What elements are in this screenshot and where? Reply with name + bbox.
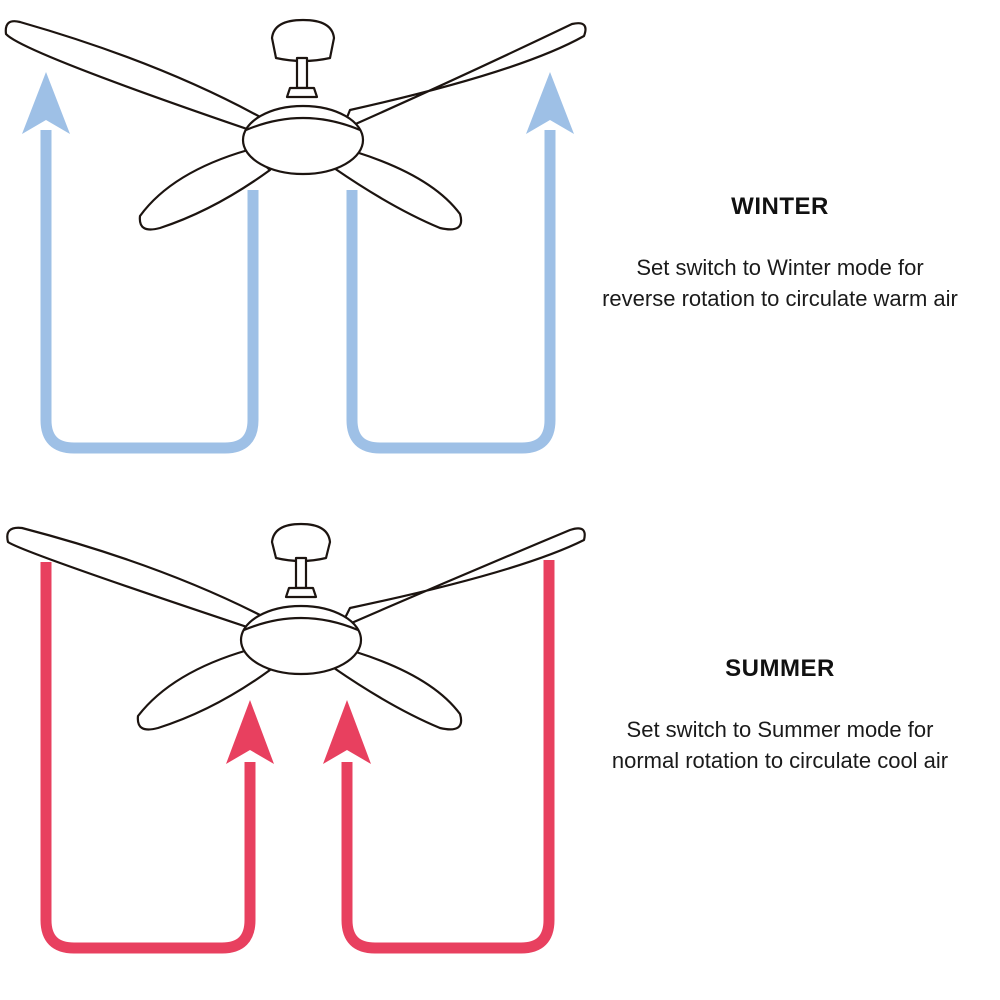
winter-fan-blade-lower-right: [332, 150, 463, 231]
summer-description-line-2: normal rotation to circulate cool air: [611, 748, 949, 773]
summer-diagram: [6, 522, 586, 954]
winter-fan-blade-upper-right: [340, 22, 587, 132]
summer-fan-blade-upper-right: [338, 527, 586, 630]
winter-fan-motor-band: [245, 116, 361, 132]
summer-fan-icon: [6, 522, 586, 731]
winter-diagram: [4, 18, 587, 454]
summer-fan-canopy: [270, 522, 332, 563]
winter-airflow-left-loop: [40, 130, 259, 454]
summer-panel: SUMMER Set switch to Summer mode for nor…: [0, 500, 1000, 1000]
winter-fan-blade-lower-left: [138, 148, 272, 231]
summer-fan-blade-lower-left: [136, 648, 272, 731]
winter-description: Set switch to Winter mode for reverse ro…: [560, 252, 1000, 314]
winter-title: WINTER: [731, 193, 829, 220]
summer-fan-downrod: [294, 556, 308, 590]
winter-fan-icon: [4, 18, 587, 231]
winter-description-line-2: reverse rotation to circulate warm air: [602, 286, 958, 311]
winter-fan-downrod: [295, 56, 309, 90]
summer-description: Set switch to Summer mode for normal rot…: [560, 714, 1000, 776]
summer-fan-collar: [284, 586, 318, 599]
winter-arrowhead-right: [526, 72, 574, 134]
winter-fan-blade-upper-left: [4, 20, 264, 132]
summer-airflow: [40, 560, 555, 954]
winter-panel: WINTER Set switch to Winter mode for rev…: [4, 18, 1000, 454]
summer-airflow-left-loop: [40, 562, 256, 954]
winter-fan-collar: [285, 86, 319, 99]
winter-caption: WINTER Set switch to Winter mode for rev…: [560, 190, 1000, 314]
winter-airflow-right-loop: [346, 130, 556, 454]
winter-arrowhead-left: [22, 72, 70, 134]
summer-airflow-right-loop: [341, 560, 555, 954]
summer-arrowhead-left: [226, 700, 274, 764]
summer-fan-blade-lower-right: [332, 650, 463, 731]
winter-fan-motor-housing: [241, 104, 365, 176]
summer-description-line-1: Set switch to Summer mode for: [626, 717, 934, 742]
winter-fan-canopy: [270, 18, 336, 63]
winter-description-line-1: Set switch to Winter mode for: [636, 255, 924, 280]
summer-fan-blade-upper-left: [6, 526, 264, 630]
summer-caption: SUMMER Set switch to Summer mode for nor…: [560, 652, 1000, 776]
winter-airflow: [22, 72, 574, 454]
summer-arrowhead-right: [323, 700, 371, 764]
summer-title: SUMMER: [725, 655, 835, 682]
summer-fan-motor-housing: [239, 604, 363, 676]
summer-fan-motor-band: [243, 616, 359, 632]
